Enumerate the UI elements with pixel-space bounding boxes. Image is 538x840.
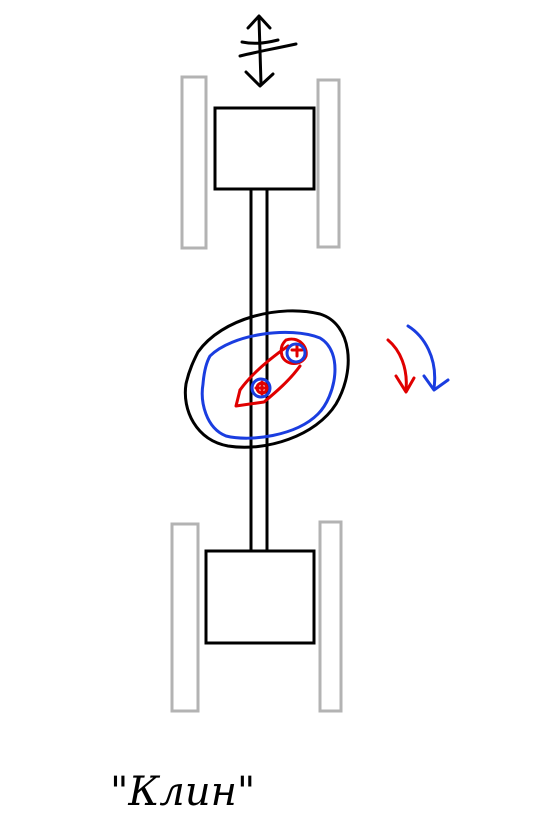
bottom-body-block <box>204 549 316 645</box>
outer-disk-outline <box>183 309 350 449</box>
top-left-wheel <box>180 75 208 250</box>
bottom-left-wheel <box>170 522 200 713</box>
curved-down-arrow-icon <box>386 338 416 394</box>
inner-disk-blue <box>200 330 337 440</box>
double-headed-vertical-arrow-icon <box>238 14 298 88</box>
bottom-right-wheel <box>318 520 343 713</box>
red-crank-linkage <box>234 337 308 408</box>
curved-down-arrow-icon <box>406 324 450 392</box>
caption-label: "Клин" <box>110 769 255 815</box>
top-right-wheel <box>316 78 341 249</box>
top-body-block <box>213 106 316 191</box>
blue-pivot-marks <box>250 342 307 399</box>
